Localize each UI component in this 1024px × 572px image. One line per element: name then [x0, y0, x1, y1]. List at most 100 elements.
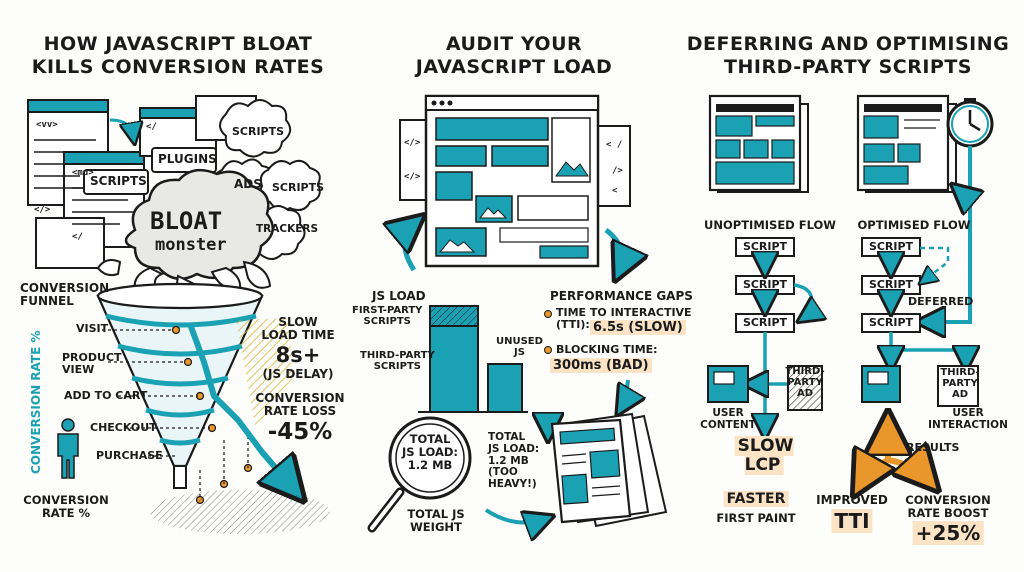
unopt-ad-label: THIRD- PARTY AD	[785, 366, 825, 400]
slow-lcp: SLOW LCP	[734, 436, 794, 476]
plugins-bubble	[151, 147, 217, 173]
total-load-note: TOTAL JS LOAD: 1.2 MB (TOO HEAVY!)	[488, 431, 540, 490]
code-tag: </	[146, 122, 157, 132]
blocking-label: BLOCKING TIME:	[556, 343, 658, 356]
first-paint-label: FIRST PAINT	[716, 511, 796, 525]
total-weight-caption: TOTAL JS WEIGHT	[407, 507, 465, 534]
code-tag: <mu>	[72, 168, 94, 178]
document-stack	[550, 412, 668, 528]
tti-label: TTI	[831, 509, 873, 533]
content-boxes	[707, 365, 979, 411]
panel2-title-line1: AUDIT YOUR	[445, 33, 583, 55]
slow-lcp-wrap: SLOW LCP	[734, 436, 794, 476]
scripts-top-gear	[219, 99, 292, 158]
deferred-dashed-arrow	[920, 246, 950, 282]
code-tag: </>	[34, 205, 51, 215]
magnifier-icon	[367, 416, 472, 533]
results-label: RESULTS	[906, 441, 960, 454]
boost-value: +25%	[912, 521, 984, 545]
third-party-label: THIRD-PARTY SCRIPTS	[360, 350, 435, 373]
stage-product-view: PRODUCT VIEW	[62, 351, 122, 377]
first-party-label: FIRST-PARTY SCRIPTS	[352, 305, 423, 328]
script-boxes	[735, 237, 921, 333]
flow-arrows	[748, 256, 966, 434]
weight-arrow	[484, 508, 548, 523]
optimised-flow-title: OPTIMISED FLOW	[857, 218, 971, 232]
code-tag: </	[72, 232, 83, 242]
results-arrows	[858, 420, 932, 488]
plugins-label: PLUGINS	[158, 152, 217, 166]
boost-wrap: +25%	[912, 521, 984, 545]
loss-trend-arrow	[187, 322, 298, 494]
opt-script-2-label: SCRIPT	[868, 278, 914, 291]
opt-script-1-label: SCRIPT	[868, 240, 914, 253]
magnifier-text: TOTAL JS LOAD: 1.2 MB	[402, 432, 458, 472]
trackers-label: TRACKERS	[256, 223, 319, 235]
tti-wrap: TTI	[831, 509, 873, 533]
js-load-bars	[418, 305, 528, 413]
conversion-rate-caption: CONVERSION RATE %	[23, 493, 109, 520]
faster-label: FASTER	[723, 491, 789, 507]
slow-load-value: 8s+	[275, 343, 321, 367]
slow-load-label: SLOW LOAD TIME	[261, 315, 335, 343]
audit-arrow-right	[604, 228, 622, 274]
clock-icon	[946, 98, 994, 148]
y-axis-label: CONVERSION RATE %	[29, 330, 43, 474]
conversion-funnel	[96, 282, 264, 489]
user-interaction-label: USER INTERACTION	[928, 407, 1008, 431]
panel1-title-line2: KILLS CONVERSION RATES	[31, 56, 325, 78]
browser-window	[399, 94, 631, 268]
stage-add-to-cart: ADD TO CART	[64, 389, 148, 402]
unopt-script-3-label: SCRIPT	[742, 316, 788, 329]
opt-script-3-label: SCRIPT	[868, 316, 914, 329]
gaps-to-docs-arrow	[620, 379, 628, 410]
slow-load-note: (JS DELAY)	[262, 367, 334, 381]
ads-label: ADS	[234, 177, 262, 191]
unopt-script-2-label: SCRIPT	[742, 278, 788, 291]
scripts-right-label: SCRIPTS	[272, 181, 325, 194]
unoptimised-flow-title: UNOPTIMISED FLOW	[704, 218, 836, 232]
slow-load-hatch	[236, 318, 292, 430]
bar-to-docs-arrow	[534, 416, 548, 436]
code-mark: <	[612, 186, 618, 196]
blocking-value: 300ms (BAD)	[550, 358, 652, 373]
tti-value: 6.5s (SLOW)	[590, 320, 686, 335]
scripts-top-label: SCRIPTS	[232, 125, 285, 138]
stage-checkout: CHECKOUT	[90, 421, 157, 434]
code-mark: </>	[404, 172, 421, 182]
code-mark: </>	[404, 138, 421, 148]
user-content-label: USER CONTENT	[700, 407, 756, 431]
funnel-title: CONVERSION FUNNEL	[20, 281, 110, 309]
funnel-leader-lines	[102, 329, 249, 500]
scripts-left-label: SCRIPTS	[90, 174, 147, 188]
code-mark: />	[612, 166, 623, 176]
scripts-left-bubble	[83, 169, 149, 195]
opt-ad-label: THIRD- PARTY AD	[940, 367, 980, 401]
unopt-script-1-label: SCRIPT	[742, 240, 788, 253]
person-icon	[57, 418, 79, 479]
unoptimised-page	[708, 94, 809, 193]
unused-js-label: UNUSED JS	[496, 336, 543, 359]
panel3-title-line2: THIRD-PARTY SCRIPTS	[724, 56, 972, 78]
blocking-value-wrap: 300ms (BAD)	[550, 358, 652, 374]
faster-wrap: FASTER	[723, 491, 789, 508]
panel2-title-line2: JAVASCRIPT LOAD	[415, 56, 613, 78]
code-tag: <vv>	[36, 120, 58, 130]
ground-shadow	[150, 490, 330, 534]
funnel-stage-dots	[171, 325, 253, 505]
perf-bullets	[544, 310, 552, 354]
optimised-page	[856, 94, 957, 193]
tti-label: TIME TO INTERACTIVE (TTI):	[556, 306, 692, 332]
audit-arrow-left	[405, 220, 418, 272]
conversion-boost-label: CONVERSION RATE BOOST	[905, 493, 991, 520]
improved-label: IMPROVED	[816, 493, 888, 507]
code-window-3	[35, 217, 105, 269]
panel3-title-line1: DEFERRING AND OPTIMISING	[686, 33, 1010, 55]
loss-label: CONVERSION RATE LOSS	[255, 391, 345, 419]
monster-label: monster	[155, 235, 227, 255]
tti-value-wrap: 6.5s (SLOW)	[590, 320, 686, 336]
stage-purchase: PURCHASE	[96, 449, 163, 462]
clock-to-page-arrow	[956, 188, 970, 200]
